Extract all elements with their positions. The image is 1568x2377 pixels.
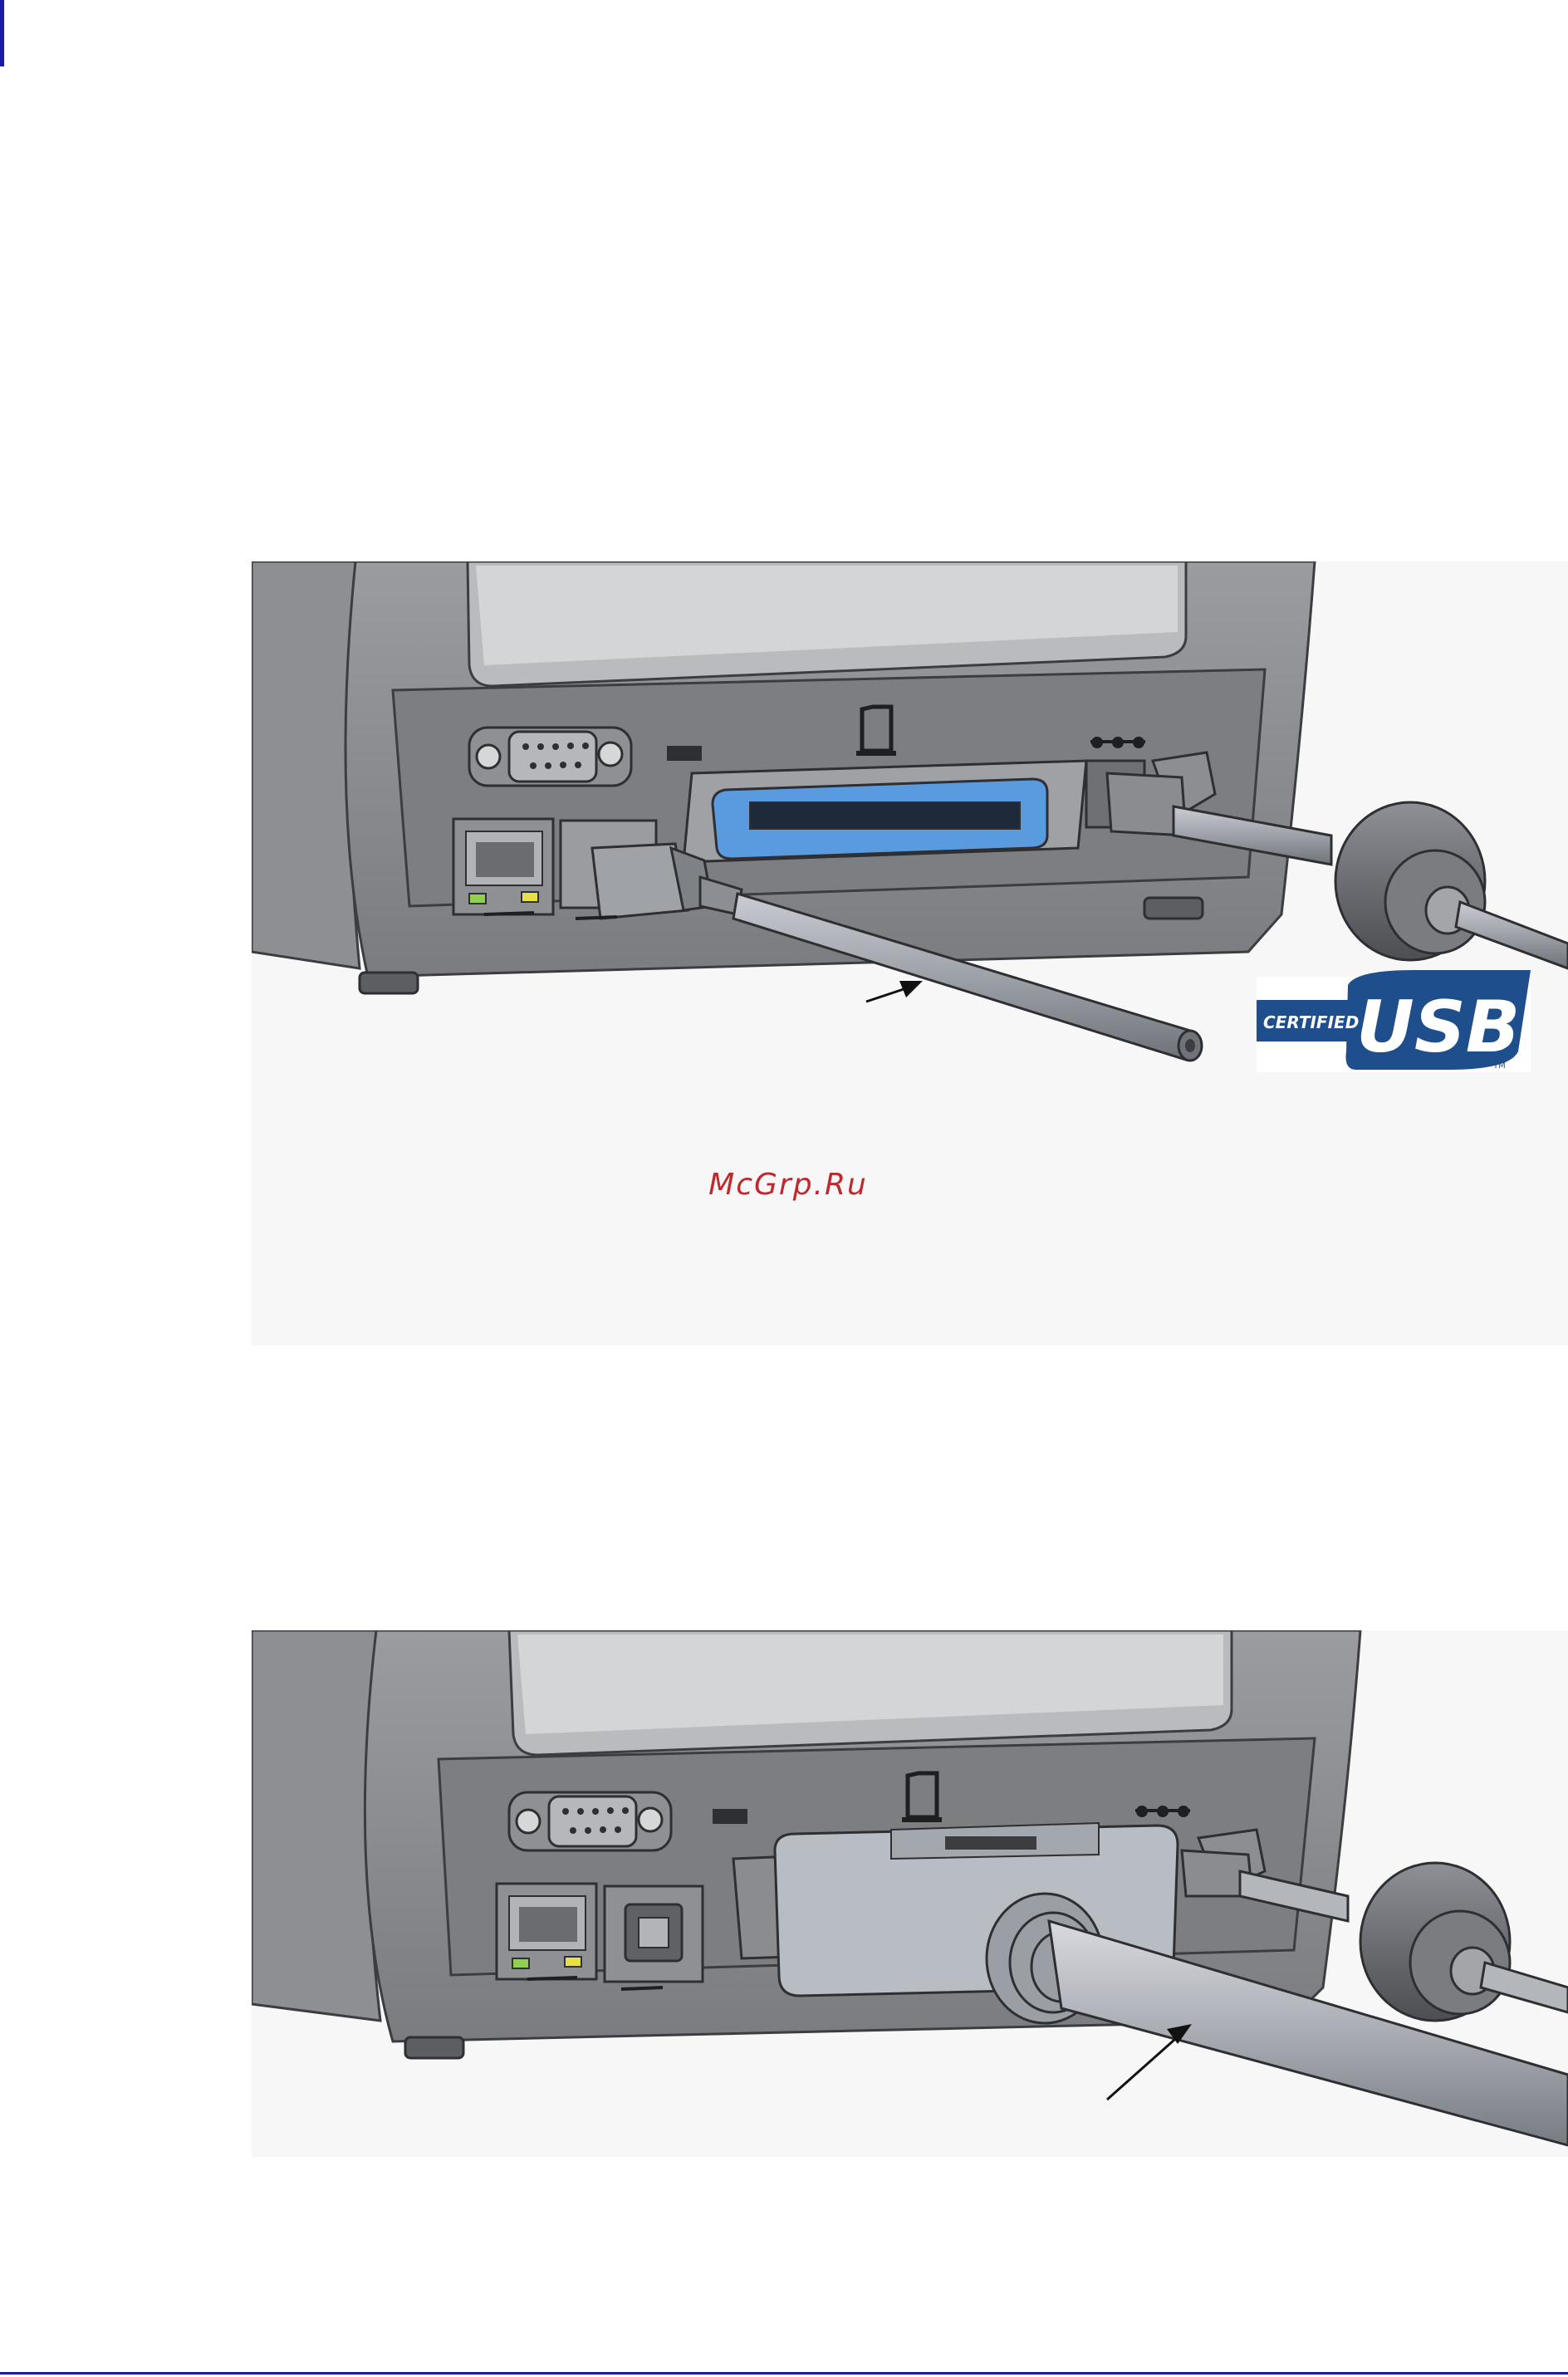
callout-arrow-2	[1107, 2024, 1192, 2100]
usb-logo-certified-text: CERTIFIED	[1263, 1012, 1359, 1032]
power-port-icon	[1090, 737, 1145, 748]
callout-arrow	[866, 981, 923, 1002]
footer-rule	[0, 2372, 1568, 2375]
watermark: McGrp.Ru	[0, 1168, 1568, 1202]
usb-certified-logo: CERTIFIED USB TM	[1257, 970, 1531, 1072]
page-corner-mark	[0, 0, 4, 66]
printer-foot-left-2	[405, 2037, 463, 2058]
parallel-connection-illustration	[252, 1630, 1568, 2157]
power-port-icon	[1135, 1806, 1190, 1817]
parallel-port	[684, 761, 1086, 862]
printer-foot-right	[1144, 898, 1203, 919]
usb-connection-illustration: CERTIFIED USB TM	[252, 561, 1568, 1345]
usb-logo-usb-text: USB	[1356, 986, 1520, 1069]
usb-connection-figure: CERTIFIED USB TM	[252, 561, 1568, 1345]
ethernet-port-icon	[453, 819, 553, 914]
usb-port-icon	[605, 1886, 703, 1989]
parallel-connection-figure	[252, 1630, 1568, 2157]
ethernet-port-icon	[497, 1884, 596, 1979]
watermark-text: McGrp.Ru	[708, 1168, 868, 1202]
printer-foot-left	[360, 973, 418, 993]
usb-logo-tm-text: TM	[1492, 1061, 1506, 1071]
